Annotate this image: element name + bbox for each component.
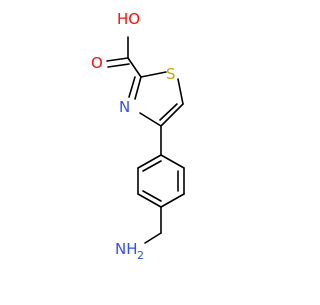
bond-c5-c4 bbox=[160, 103, 184, 127]
bond-ch2-n bbox=[144, 232, 162, 244]
bond-c5-c4-double bbox=[159, 103, 178, 121]
bond-ar-4 bbox=[137, 193, 162, 208]
bond-ar-6 bbox=[137, 154, 162, 169]
atom-label-amine-subscript: 2 bbox=[137, 249, 144, 262]
atom-label-sulfur: S bbox=[166, 65, 176, 83]
atom-label-amine: NH bbox=[115, 240, 138, 258]
molecule-diagram: HO O S N NH 2 bbox=[91, 10, 185, 262]
atom-label-hydroxyl: HO bbox=[117, 10, 140, 28]
bond-c-c2 bbox=[127, 57, 142, 78]
bond-c2-s bbox=[140, 71, 167, 78]
atom-label-ring-nitrogen: N bbox=[119, 98, 130, 116]
bond-c4-n bbox=[139, 112, 162, 127]
bond-c-o-double-1 bbox=[106, 57, 129, 62]
bond-s-c5 bbox=[177, 78, 184, 105]
bond-ar-3 bbox=[160, 193, 185, 208]
bond-ar-1 bbox=[160, 154, 185, 169]
bond-n-c2-double bbox=[128, 76, 136, 98]
atom-label-carbonyl-oxygen: O bbox=[91, 54, 103, 72]
bond-n-c2 bbox=[134, 76, 142, 100]
bond-ar-4-double bbox=[142, 190, 162, 202]
bond-ar-6-double bbox=[142, 160, 162, 172]
structure-canvas: HO O S N NH 2 bbox=[91, 10, 185, 262]
bond-c-o-double-2 bbox=[107, 63, 130, 68]
